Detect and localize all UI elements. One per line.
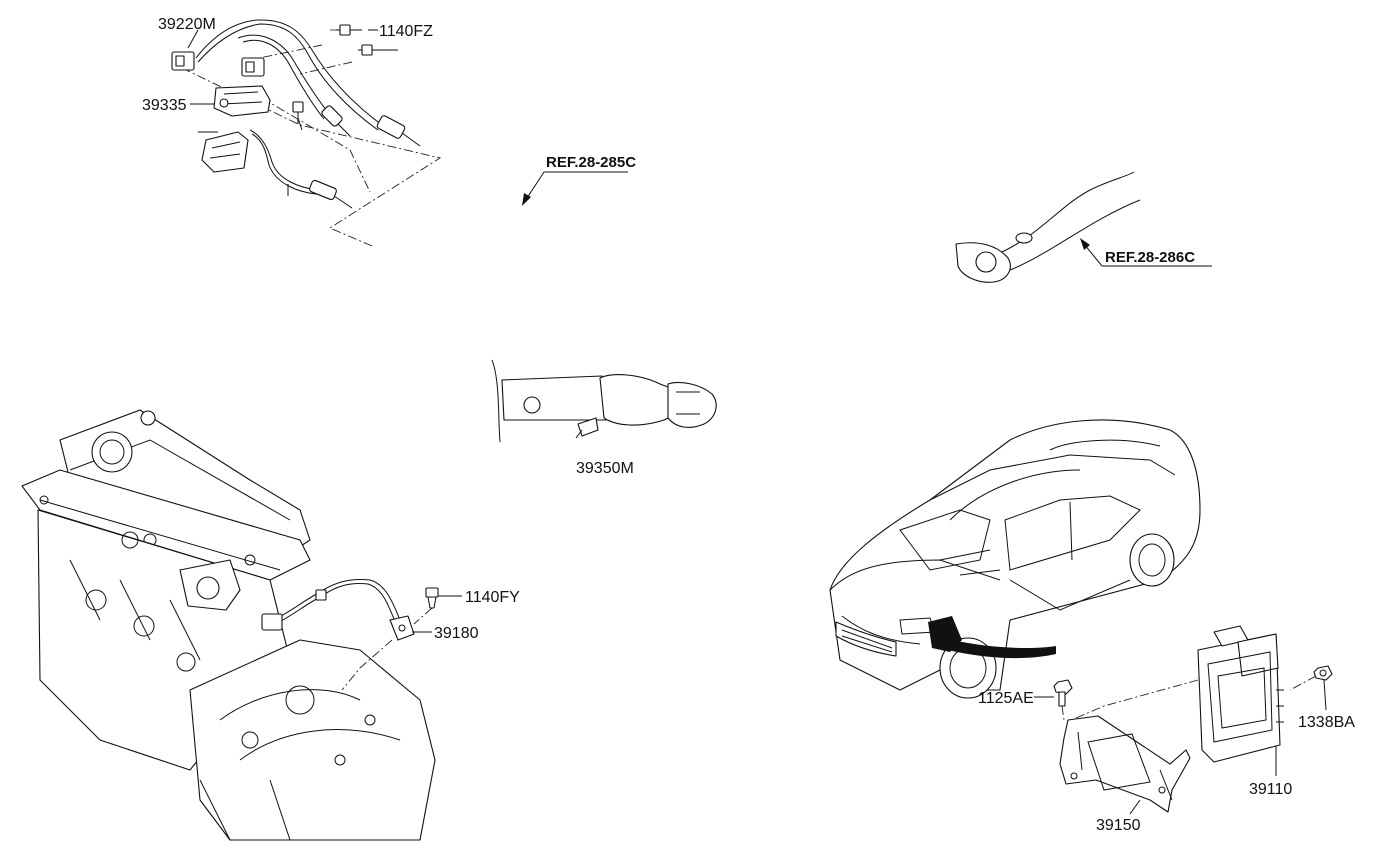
oxygen-sensor-upstream [376,115,421,147]
sensor-connector-top [171,51,195,71]
nut-1338ba [1313,665,1333,681]
bolt-1140fy [413,587,439,625]
label-1125ae: 1125AE [978,690,1034,707]
ref-286c-label: REF.28-286C [1105,249,1195,266]
bracket-39335 [213,85,271,117]
ecu-bracket-39150 [1059,715,1191,813]
engine-block [21,409,436,841]
label-39220m: 39220M [158,16,216,33]
oxygen-sensor-downstream [309,179,353,209]
label-39150: 39150 [1096,817,1141,834]
label-39180: 39180 [434,625,479,642]
vehicle-illustration [829,419,1201,699]
catalytic-converter-39350m [491,359,717,443]
label-1338ba: 1338BA [1298,714,1355,731]
label-39350m: 39350M [576,460,634,477]
oxygen-sensor-midstream [321,105,351,137]
label-39110: 39110 [1249,781,1292,798]
bracket-lower [201,131,249,173]
bolt-1140fz-a [330,24,362,36]
bolt-1125ae [1053,679,1073,721]
bolt-lower [292,101,304,124]
label-39335: 39335 [142,97,187,114]
ref-286c-callout [1080,238,1212,267]
oxygen-sensor-assembly [171,19,442,247]
ref-285c-label: REF.28-285C [546,154,636,171]
label-1140fy: 1140FY [465,589,520,606]
crankshaft-position-sensor-39180 [261,579,415,691]
ref-285c-callout [522,171,628,206]
label-1140fz: 1140FZ [379,23,433,40]
exhaust-pipe [955,171,1141,283]
ecu-39110 [1197,625,1284,763]
sensor-connector-mid [241,57,265,77]
